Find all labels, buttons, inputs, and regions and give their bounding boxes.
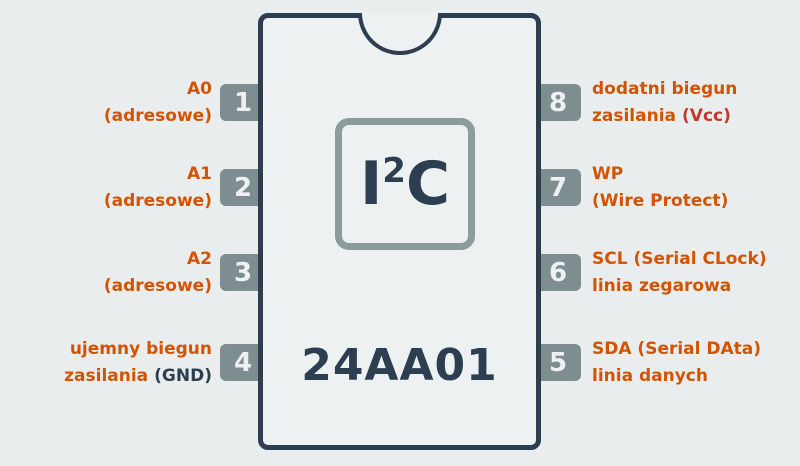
pin-3-label: A2 (adresowe): [104, 246, 212, 300]
pin-5-label: SDA (Serial DAta) linia danych: [592, 336, 761, 390]
pin-3-label-line2: (adresowe): [103, 276, 212, 296]
pin-6-number-box: 6: [535, 254, 581, 291]
pin-5-label-line2: linia danych: [592, 366, 708, 386]
pin-4-label-line2: zasilania(GND): [64, 366, 212, 386]
i2c-logo-i: I: [359, 149, 383, 219]
i2c-logo: I2C: [335, 118, 475, 250]
chip-part-number: 24AA01: [301, 340, 498, 391]
pin-5-label-line1: SDA (Serial DAta): [592, 339, 762, 359]
chip-notch: [357, 13, 442, 55]
pin-4-gnd-suffix: (GND): [154, 366, 212, 386]
pin-7-label-line1: WP: [592, 164, 624, 184]
pin-2-label-line1: A1: [187, 164, 212, 184]
pin-7-label: WP (Wire Protect): [592, 161, 728, 215]
pin-4-label-line1: ujemny biegun: [69, 339, 212, 359]
pin-8-vcc-suffix: (Vcc): [682, 106, 731, 126]
pin-6-label: SCL (Serial CLock) linia zegarowa: [592, 246, 767, 300]
i2c-logo-text: I2C: [360, 154, 450, 214]
i2c-logo-superscript: 2: [382, 151, 406, 191]
pin-8-label-line1: dodatni biegun: [592, 79, 738, 99]
pin-8-number-box: 8: [535, 84, 581, 121]
i2c-logo-c: C: [405, 149, 451, 219]
pin-6-label-line1: SCL (Serial CLock): [592, 249, 767, 269]
pin-1-label-line1: A0: [187, 79, 212, 99]
pin-2-label: A1 (adresowe): [104, 161, 212, 215]
pin-1-label: A0 (adresowe): [104, 76, 212, 130]
pin-4-label: ujemny biegun zasilania(GND): [64, 336, 212, 390]
pin-6-label-line2: linia zegarowa: [592, 276, 732, 296]
pin-3-label-line1: A2: [187, 249, 212, 269]
chip-body: I2C 24AA01: [258, 13, 541, 450]
pin-1-label-line2: (adresowe): [103, 106, 212, 126]
pin-8-label: dodatni biegun zasilania(Vcc): [592, 76, 737, 130]
pin-5-number-box: 5: [535, 344, 581, 381]
pin-7-label-line2: (Wire Protect): [592, 191, 729, 211]
pin-2-label-line2: (adresowe): [103, 191, 212, 211]
pin-7-number-box: 7: [535, 169, 581, 206]
pin-8-label-line2: zasilania(Vcc): [592, 106, 731, 126]
